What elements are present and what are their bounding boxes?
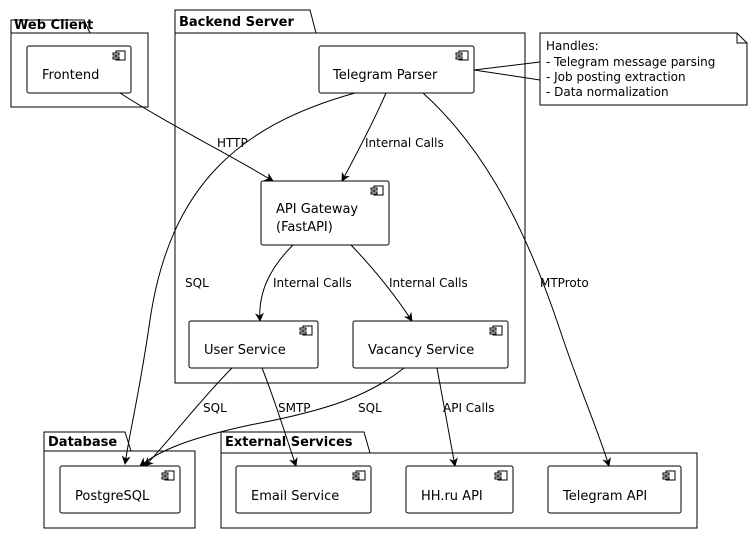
edge-label-user-postgres: SQL	[203, 401, 227, 415]
component-label-postgresql: PostgreSQL	[75, 489, 150, 504]
note-line-4: - Data normalization	[546, 85, 669, 99]
component-label-email-service: Email Service	[251, 489, 339, 504]
component-vacancy-service[interactable]: Vacancy Service	[352, 320, 509, 369]
component-label-telegram-parser: Telegram Parser	[332, 68, 438, 83]
edge-label-parser-postgres: SQL	[185, 276, 209, 290]
edge-labels: HTTP Internal Calls Internal Calls Inter…	[185, 136, 589, 415]
edge-label-http: HTTP	[217, 136, 248, 150]
edge-label-smtp: SMTP	[278, 401, 311, 415]
note-line-2: - Telegram message parsing	[546, 55, 715, 69]
edge-label-gateway-user: Internal Calls	[273, 276, 352, 290]
note-parser-handles: Handles: - Telegram message parsing - Jo…	[539, 32, 748, 106]
edge-parser-telegram-api	[422, 92, 611, 467]
package-title-database: Database	[48, 435, 117, 450]
edge-parser-gateway	[341, 92, 387, 182]
component-telegram-parser[interactable]: Telegram Parser	[318, 45, 475, 94]
edges	[119, 61, 611, 467]
component-label-api-gateway: API Gateway	[276, 202, 358, 217]
component-email-service[interactable]: Email Service	[235, 465, 372, 514]
edge-label-mtproto: MTProto	[540, 276, 589, 290]
component-label-frontend: Frontend	[42, 68, 99, 83]
component-label-fastapi: (FastAPI)	[276, 220, 333, 235]
component-label-telegram-api: Telegram API	[562, 489, 647, 504]
edge-parser-postgres	[121, 92, 356, 465]
package-title-web-client: Web Client	[14, 18, 93, 33]
component-frontend[interactable]: Frontend	[26, 45, 132, 94]
package-title-backend-server: Backend Server	[179, 15, 294, 30]
edge-frontend-gateway	[119, 92, 274, 182]
edge-label-api-calls: API Calls	[443, 401, 494, 415]
note-connector	[473, 61, 541, 81]
note-line-1: Handles:	[546, 39, 599, 53]
component-user-service[interactable]: User Service	[188, 320, 319, 369]
component-postgresql[interactable]: PostgreSQL	[59, 465, 181, 514]
component-label-hh-api: HH.ru API	[421, 489, 483, 504]
edge-label-vacancy-postgres: SQL	[358, 401, 382, 415]
component-label-vacancy-service: Vacancy Service	[368, 343, 474, 358]
edge-vacancy-postgres	[139, 367, 405, 467]
edge-label-parser-gateway: Internal Calls	[365, 136, 444, 150]
component-telegram-api[interactable]: Telegram API	[547, 465, 682, 514]
package-title-external-services: External Services	[225, 435, 353, 450]
component-hh-api[interactable]: HH.ru API	[405, 465, 514, 514]
edge-gateway-user	[254, 244, 294, 322]
edge-gateway-vacancy	[350, 244, 413, 322]
component-label-user-service: User Service	[204, 343, 286, 358]
note-line-3: - Job posting extraction	[546, 70, 686, 84]
edge-label-gateway-vacancy: Internal Calls	[389, 276, 468, 290]
edge-vacancy-hh	[436, 367, 458, 467]
component-api-gateway[interactable]: API Gateway (FastAPI)	[260, 180, 390, 246]
